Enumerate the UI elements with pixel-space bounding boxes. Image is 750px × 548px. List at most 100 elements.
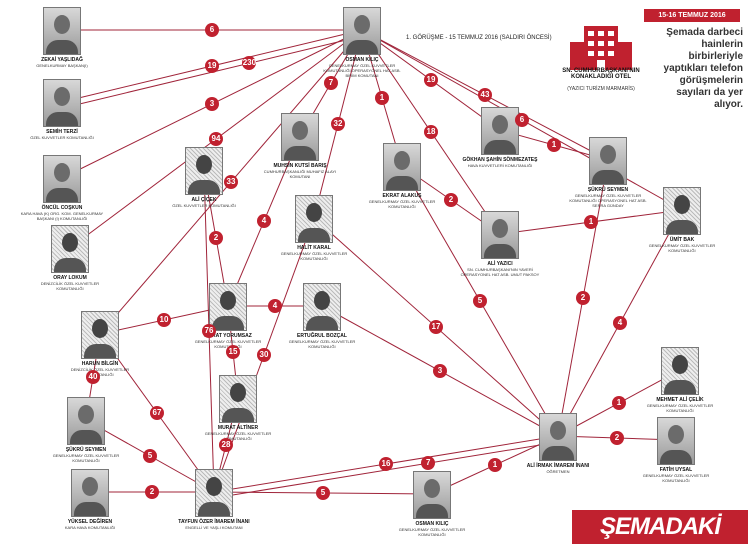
person-role: GENELKURMAY ÖZEL KUVVETLER KOMUTANLIĞI — [52, 453, 120, 463]
person-role: GENELKURMAY ÖZEL KUVVETLER KOMUTANLIĞI — [280, 251, 348, 261]
person-role: KARA HAVA KOMUTANLIĞI — [64, 525, 116, 530]
call-count-badge: 3 — [433, 364, 447, 378]
person-role: GENELKURMAY ÖZEL KUVVETLER KOMUTANLIĞI — [646, 403, 714, 413]
person-photo — [43, 155, 81, 203]
person-photo — [481, 107, 519, 155]
sketch-portrait — [663, 187, 701, 235]
person-photo — [43, 79, 81, 127]
person-name: MURAT ALTİNER — [217, 425, 259, 431]
person-role: GENELKURMAY ÖZEL KUVVETLER KOMUTANLIĞI — [648, 243, 716, 253]
person-name: SEMİH TERZİ — [46, 129, 78, 135]
person-name: TAYFUN ÖZER İMAREM İNANI — [178, 519, 250, 525]
hotel-subtitle: (YAZICI TURİZM MARMARİS) — [567, 86, 635, 92]
hotel-building-icon — [570, 26, 632, 70]
call-count-badge: 17 — [429, 320, 443, 334]
call-count-badge: 19 — [424, 73, 438, 87]
person-photo — [481, 211, 519, 259]
call-count-badge: 33 — [224, 175, 238, 189]
person-name: ÖNCÜL COŞKUN — [41, 205, 83, 211]
call-count-badge: 4 — [268, 299, 282, 313]
person-role: DENİZCİLİK ÖZEL KUVVETLER KOMUTANLIĞI — [40, 281, 100, 291]
person-name: MUHSİN KUTSİ BARIŞ — [273, 163, 327, 169]
sketch-portrait — [51, 225, 89, 273]
person-name: ZEKAİ YAŞLIDAĞ — [41, 57, 83, 63]
person-role: GENELKURMAY ÖZEL KUVVETLER KOMUTANLIĞI O… — [323, 63, 401, 78]
person-name: ERTUĞRUL BOZÇAL — [297, 333, 347, 339]
sketch-portrait — [195, 469, 233, 517]
call-count-badge: 1 — [612, 396, 626, 410]
sketch-portrait — [81, 311, 119, 359]
person-name: YÜKSEL DEĞİREN — [67, 519, 113, 525]
call-count-badge: 5 — [473, 294, 487, 308]
person-role: GENELKURMAY ÖZEL KUVVETLER KOMUTANLIĞI — [368, 199, 436, 209]
person-photo — [539, 413, 577, 461]
call-count-badge: 10 — [157, 313, 171, 327]
sketch-portrait — [185, 147, 223, 195]
call-count-badge: 6 — [205, 23, 219, 37]
call-count-badge: 28 — [219, 438, 233, 452]
person-role: CUMHURBAŞKANLIĞI MUHAFIZ ALAYI KOMUTANI — [263, 169, 337, 179]
call-count-badge: 2 — [610, 431, 624, 445]
call-count-badge: 18 — [424, 125, 438, 139]
person-name: OSMAN KILIÇ — [345, 57, 379, 63]
person-role: GENELKURMAY ÖZEL KUVVETLER KOMUTANLIĞI — [204, 431, 272, 441]
person-role: GENELKURMAY ÖZEL KUVVETLER KOMUTANLIĞI — [398, 527, 466, 537]
call-count-badge: 7 — [421, 456, 436, 471]
call-count-badge: 94 — [209, 132, 223, 146]
semadaki-logo: ŞEMADAKİ — [572, 510, 748, 544]
call-count-badge: 67 — [150, 406, 164, 420]
call-count-badge: 4 — [613, 316, 627, 330]
person-photo — [67, 397, 105, 445]
sketch-portrait — [295, 195, 333, 243]
person-role: ÖZEL KUVVETLER KOMUTANLIĞI — [172, 203, 236, 208]
person-name: MEHMET ALİ ÇELİK — [656, 397, 704, 403]
person-name: HALİT KARAL — [297, 245, 331, 251]
person-name: MURAT YORUMSAZ — [204, 333, 252, 339]
call-count-badge: 7 — [324, 76, 338, 90]
person-name: EKRAT ALAKUŞ — [382, 193, 422, 199]
person-photo — [281, 113, 319, 161]
person-name: ŞÜKRÜ SEYMEN — [587, 187, 629, 193]
person-photo — [71, 469, 109, 517]
person-photo — [43, 7, 81, 55]
call-count-badge: 2 — [444, 193, 458, 207]
sketch-portrait — [661, 347, 699, 395]
call-count-badge: 1 — [488, 458, 502, 472]
person-name: ORAY LOKUM — [53, 275, 87, 281]
person-name: ŞÜKRÜ SEYMEN — [65, 447, 107, 453]
person-name: ALİ İRMAK İMAREM İNANI — [526, 463, 590, 469]
call-count-badge: 5 — [316, 486, 330, 500]
person-role: DENİZCİLİK ÖZEL KUVVETLER KOMUTANLIĞI — [70, 367, 130, 377]
call-count-badge: 230 — [242, 56, 257, 71]
person-name: ÜMİT BAK — [669, 237, 695, 243]
caption-text: Şemada darbeci hainlerin birbirleriyle y… — [663, 27, 743, 110]
call-count-badge: 5 — [143, 449, 157, 463]
person-role: GENELKURMAY BAŞKAN(I) — [36, 63, 88, 68]
sketch-portrait — [303, 283, 341, 331]
person-role: GENELKURMAY ÖZEL KUVVETLER KOMUTANLIĞI O… — [569, 193, 647, 208]
person-photo — [413, 471, 451, 519]
call-count-badge: 1 — [547, 138, 561, 152]
person-role: GENELKURMAY ÖZEL KUVVETLER KOMUTANLIĞI — [642, 473, 710, 483]
person-photo — [589, 137, 627, 185]
call-count-badge: 43 — [478, 88, 492, 102]
call-count-badge: 6 — [515, 113, 529, 127]
person-name: GÖKHAN ŞAHİN SÖNMEZATEŞ — [462, 157, 538, 163]
person-photo — [343, 7, 381, 55]
call-count-badge: 4 — [257, 214, 271, 228]
